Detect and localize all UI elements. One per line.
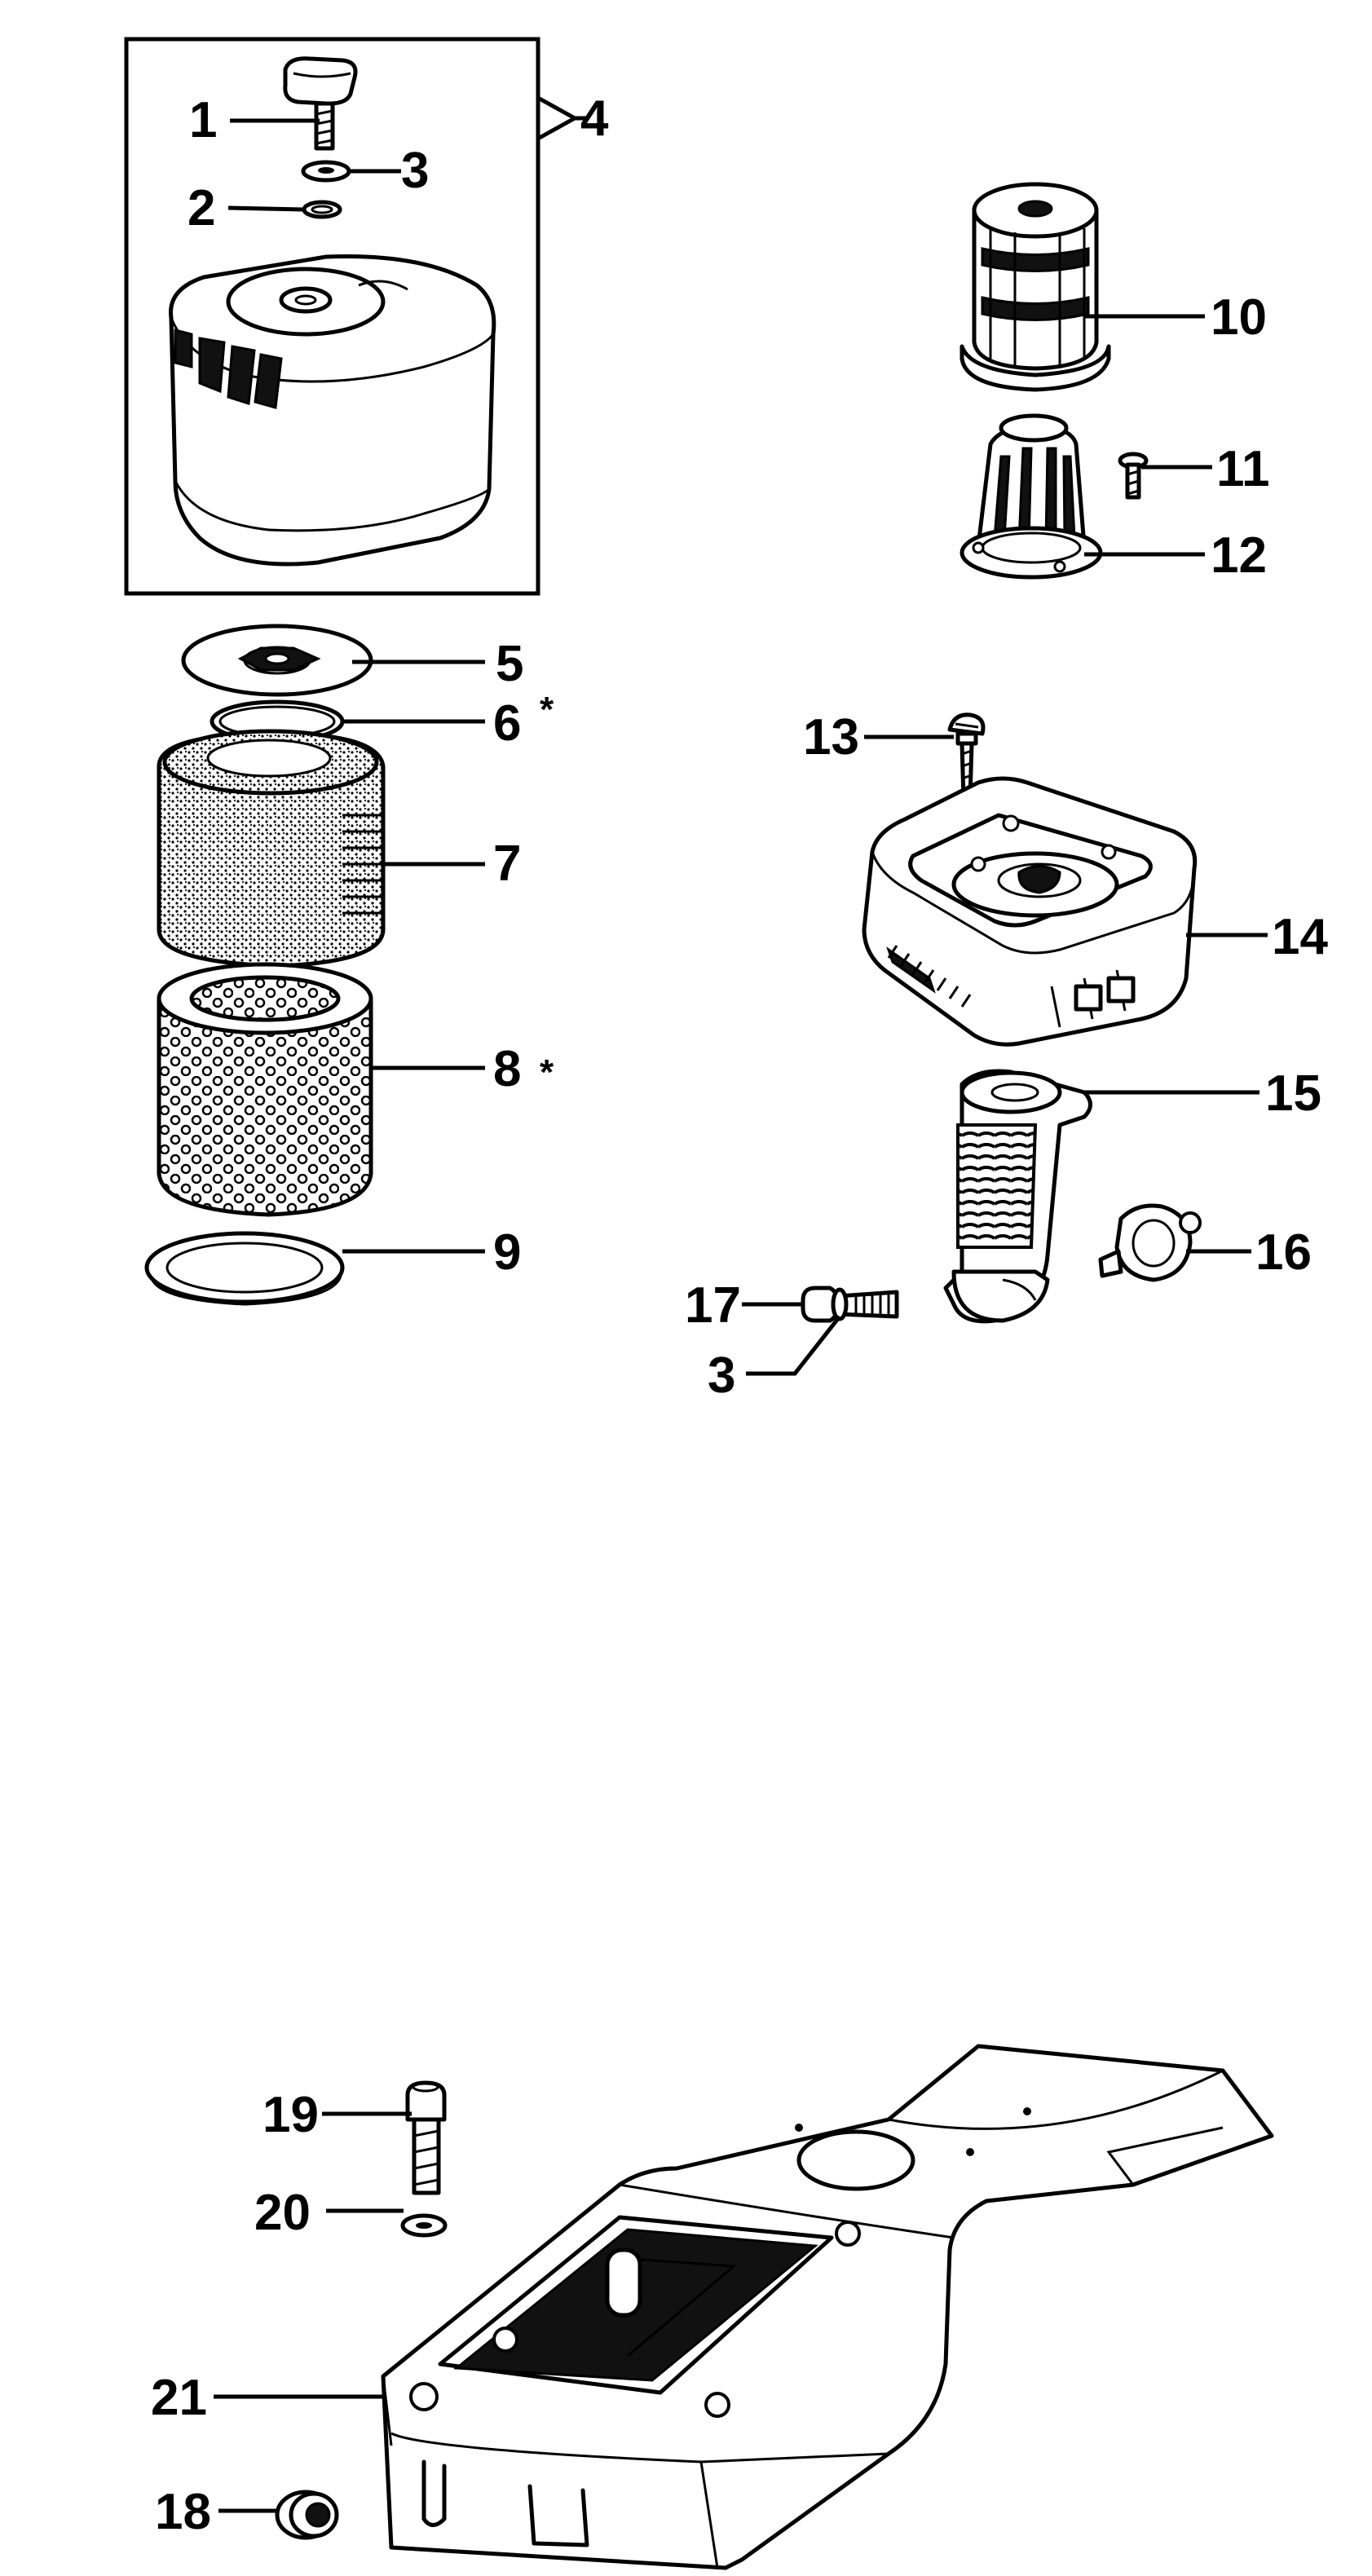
callout-2: 2 [187,180,215,236]
callout-18: 18 [155,2484,211,2540]
callout-7: 7 [493,836,521,892]
knob-screw-part [283,56,358,151]
callout-10: 10 [1211,289,1267,346]
filter-cover-part [169,254,496,567]
callout-1: 1 [189,92,217,148]
grommet-part [275,2490,339,2540]
filter-disc-part [181,624,373,697]
callout-14: 14 [1272,909,1328,965]
carburetor-box-part [381,2044,1274,2570]
intake-elbow-part [943,1069,1092,1324]
perforated-filter-part [157,962,373,1217]
callout-13: 13 [803,709,859,765]
socket-screw-part [801,1286,899,1323]
assembly-4-frame [124,37,540,596]
callout-11: 11 [1216,441,1270,497]
callout-12: 12 [1211,527,1267,584]
callout-21: 21 [151,2370,207,2426]
filter-cage-part [960,413,1103,580]
leader-3b [746,1315,841,1376]
callout-3-top: 3 [401,143,429,199]
callout-4: 4 [580,90,609,147]
hose-clamp-part [1098,1203,1202,1282]
callout-6: 6 [493,695,521,752]
assembly-4-bracket [536,95,587,141]
callout-20: 20 [254,2185,311,2241]
asterisk-8: * [540,1052,554,1092]
callout-15: 15 [1265,1065,1321,1122]
cap-screw-part [405,2080,447,2195]
callout-5: 5 [496,636,523,692]
callout-3-bottom: 3 [708,1348,735,1404]
callout-17: 17 [685,1277,741,1334]
leader-2 [227,205,304,212]
callout-8: 8 [493,1041,521,1097]
cartridge-filter-part [960,182,1111,392]
filter-base-housing-part [862,776,1198,1047]
small-screw-part [1118,452,1149,500]
callout-16: 16 [1255,1224,1312,1281]
callout-9: 9 [493,1224,521,1281]
fleece-filter-part [157,729,386,968]
asterisk-6: * [540,690,554,730]
callout-19: 19 [262,2087,319,2143]
gasket-ring-part [144,1231,345,1306]
